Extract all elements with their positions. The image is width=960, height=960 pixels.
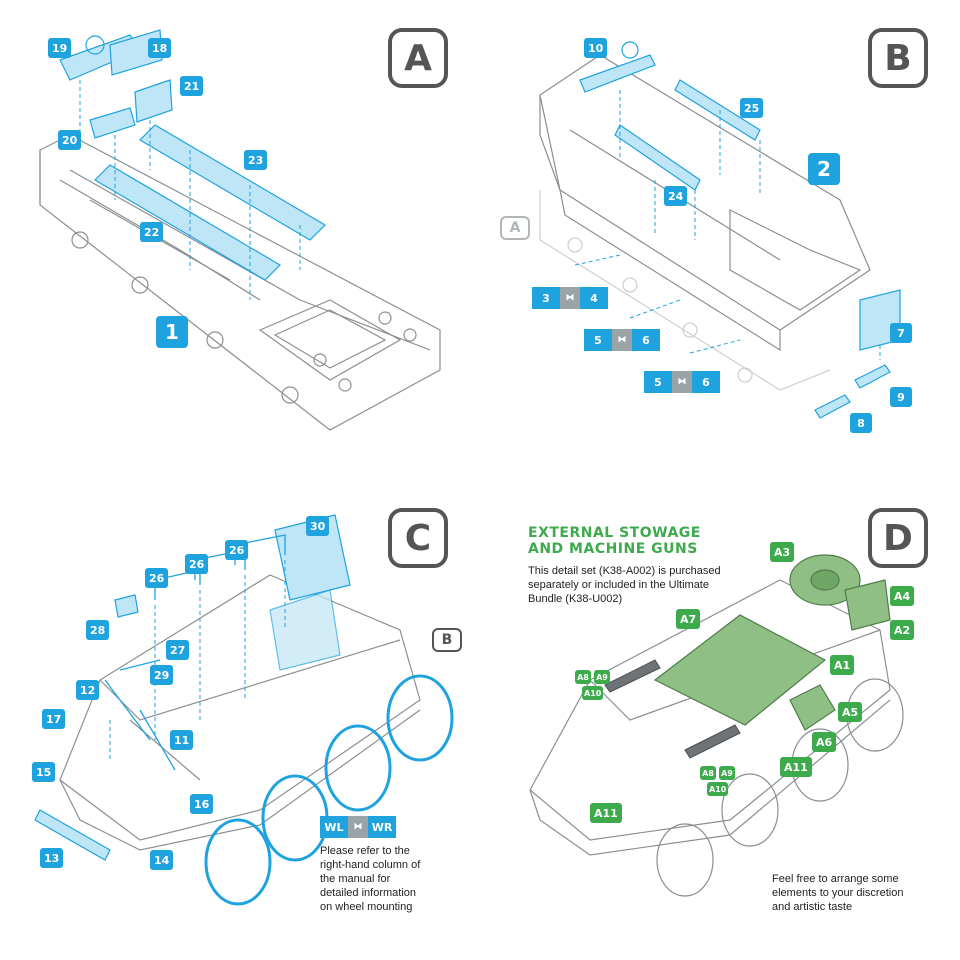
note-line: right-hand column of [320,859,421,871]
stowage-and-guns-drawing [529,554,904,897]
part-label-a1: A1 [830,655,855,675]
part-label-7: 7 [890,323,912,343]
part-label-26: 26 [185,554,209,574]
note-line: Please refer to the [320,845,410,857]
part-label-a7: A7 [676,609,701,629]
step-letter-d: D [868,508,928,568]
part-label-14: 14 [150,850,174,870]
step-letter-c: C [388,508,448,568]
part-label-17: 17 [42,709,66,729]
mirror-icon: ⧓ [612,329,632,351]
pair-left: 5 [584,329,612,351]
description-line: This detail set (K38-A002) is purchased [528,565,721,577]
part-pair-5-6-upper: 5 ⧓ 6 [584,329,660,351]
pair-left: 5 [644,371,672,393]
part-label-18: 18 [148,38,172,58]
detail-set-description: This detail set (K38-A002) is purchased … [528,564,721,606]
mirror-icon: ⧓ [560,287,580,309]
title-line: AND MACHINE GUNS [528,541,698,557]
mirror-icon: ⧓ [672,371,692,393]
part-label-27: 27 [166,640,190,660]
part-label-15: 15 [32,762,56,782]
upper-hull-drawing [539,41,901,419]
part-pair-3-4: 3 ⧓ 4 [532,287,608,309]
part-label-30: 30 [306,516,330,536]
panel-c: C B 30 26 26 26 28 27 29 12 17 11 15 16 … [0,480,480,960]
part-label-a11: A11 [590,803,622,823]
part-label-a5: A5 [838,702,863,722]
description-line: Bundle (K38-U002) [528,593,623,605]
wheel-right-label: WR [368,816,396,838]
note-line: on wheel mounting [320,901,413,913]
title-line: EXTERNAL STOWAGE [528,525,701,541]
part-label-20: 20 [58,130,82,150]
footnote-line: Feel free to arrange some [772,873,899,885]
hull-with-wheels-drawing [34,514,454,906]
part-label-19: 19 [48,38,72,58]
part-label-a2: A2 [890,620,915,640]
part-label-11: 11 [170,730,194,750]
note-line: the manual for [320,873,391,885]
section-title: EXTERNAL STOWAGE AND MACHINE GUNS [528,525,701,557]
part-label-a9: A9 [719,766,735,780]
part-label-23: 23 [244,150,268,170]
arrangement-footnote: Feel free to arrange some elements to yo… [772,872,903,914]
step-letter-a: A [388,28,448,88]
wheel-pair-wl-wr: WL ⧓ WR [320,816,396,838]
part-label-24: 24 [664,186,688,206]
part-label-a11: A11 [780,757,812,777]
part-label-a10: A10 [707,782,729,796]
part-label-22: 22 [140,222,164,242]
pair-right: 6 [632,329,660,351]
pair-right: 6 [692,371,720,393]
note-line: detailed information [320,887,417,899]
part-label-25: 25 [740,98,764,118]
part-label-a4: A4 [890,586,915,606]
part-label-21: 21 [180,76,204,96]
footnote-line: and artistic taste [772,901,853,913]
description-line: separately or included in the Ultimate [528,579,709,591]
panel-a: A 19 18 21 20 23 22 1 [0,0,480,480]
part-label-13: 13 [40,848,64,868]
part-label-a6: A6 [812,732,837,752]
step-letter-b: B [868,28,928,88]
part-pair-5-6-lower: 5 ⧓ 6 [644,371,720,393]
assembly-step-number-2: 2 [808,153,840,185]
part-label-26: 26 [145,568,169,588]
part-label-a9: A9 [594,670,610,684]
pair-left: 3 [532,287,560,309]
mirror-icon: ⧓ [348,816,368,838]
part-label-a3: A3 [770,542,795,562]
part-label-a8: A8 [700,766,716,780]
part-label-a10: A10 [582,686,604,700]
reference-letter-b: B [432,628,462,652]
reference-letter-a: A [500,216,530,240]
footnote-line: elements to your discretion [772,887,904,899]
wheel-mounting-note: Please refer to the right-hand column of… [320,844,420,914]
part-label-29: 29 [150,665,174,685]
wheel-left-label: WL [320,816,348,838]
part-label-28: 28 [86,620,110,640]
pair-right: 4 [580,287,608,309]
panel-d: D EXTERNAL STOWAGE AND MACHINE GUNS This… [480,480,960,960]
assembly-step-number-1: 1 [156,316,188,348]
part-label-8: 8 [850,413,872,433]
part-label-12: 12 [76,680,100,700]
part-label-a8: A8 [575,670,591,684]
panel-b: B A 10 25 24 2 3 ⧓ 4 5 ⧓ 6 5 ⧓ 6 7 9 8 [480,0,960,480]
part-label-9: 9 [890,387,912,407]
part-label-26: 26 [225,540,249,560]
part-label-10: 10 [584,38,608,58]
part-label-16: 16 [190,794,214,814]
